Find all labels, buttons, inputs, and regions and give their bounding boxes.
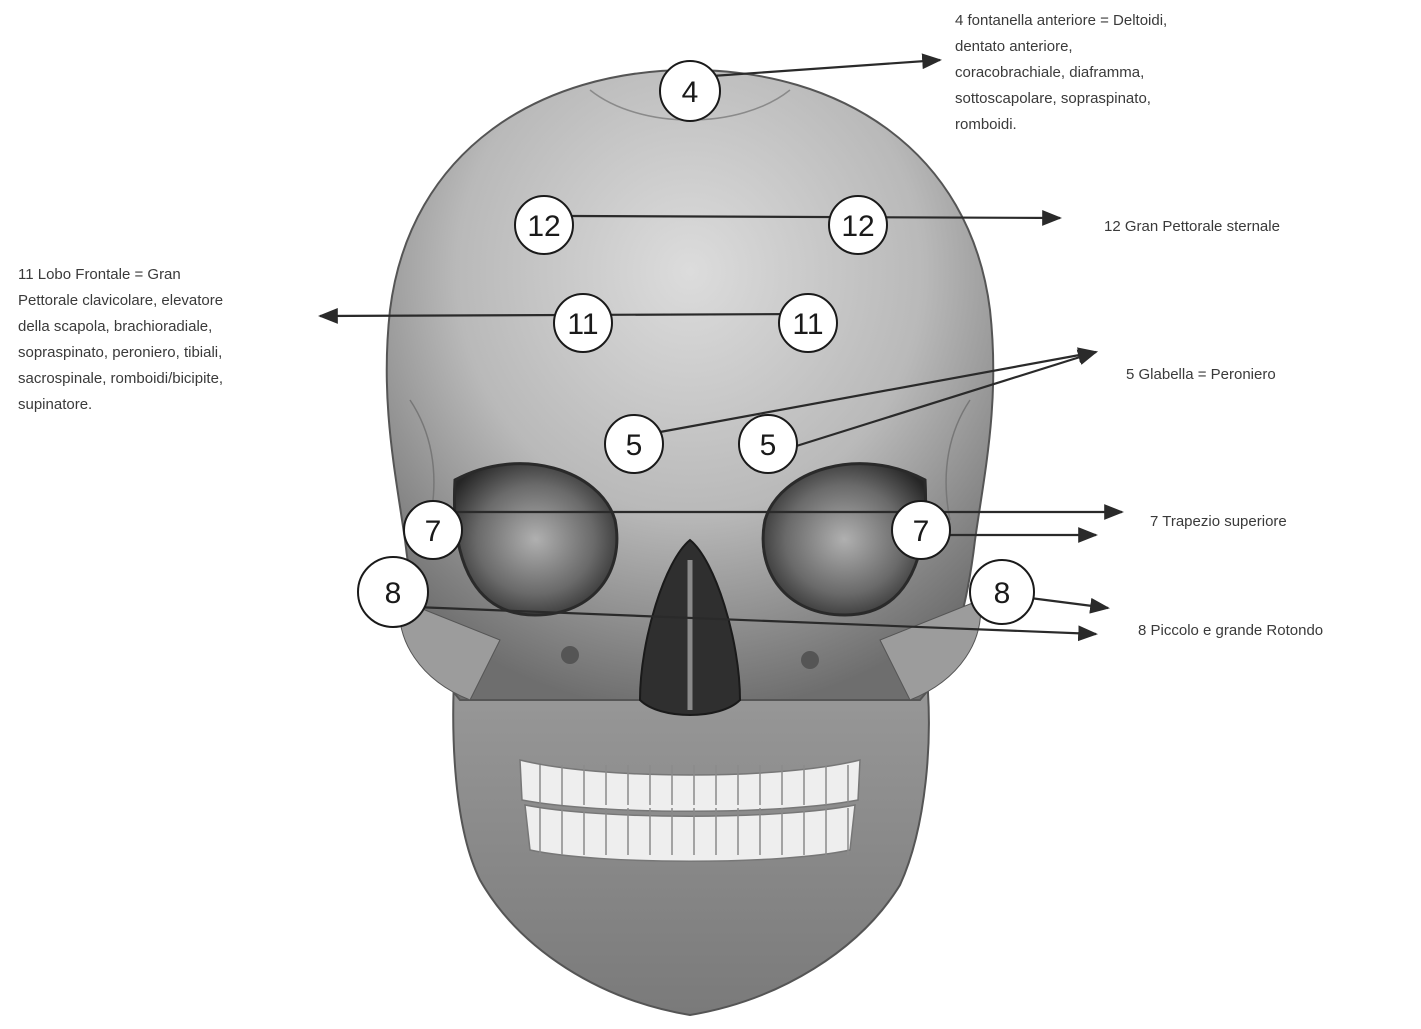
svg-text:8: 8 bbox=[994, 577, 1011, 610]
svg-text:7: 7 bbox=[425, 515, 442, 548]
svg-text:11: 11 bbox=[567, 308, 598, 341]
marker-8-right: 8 bbox=[970, 560, 1034, 624]
arrow-4 bbox=[712, 60, 940, 76]
svg-text:5: 5 bbox=[626, 429, 643, 462]
marker-11-right: 11 bbox=[779, 294, 837, 352]
svg-text:12: 12 bbox=[841, 210, 874, 243]
annotation-7: 7 Trapezio superiore bbox=[1150, 509, 1380, 535]
marker-5-left: 5 bbox=[605, 415, 663, 473]
annotation-12: 12 Gran Pettorale sternale bbox=[1104, 214, 1364, 240]
annotation-8: 8 Piccolo e grande Rotondo bbox=[1138, 618, 1413, 644]
annotation-4: 4 fontanella anteriore = Deltoidi, denta… bbox=[955, 8, 1255, 138]
svg-text:5: 5 bbox=[760, 429, 777, 462]
svg-text:8: 8 bbox=[385, 577, 402, 610]
svg-text:12: 12 bbox=[527, 210, 560, 243]
svg-text:7: 7 bbox=[913, 515, 930, 548]
marker-8-left: 8 bbox=[358, 557, 428, 627]
annotation-11: 11 Lobo Frontale = Gran Pettorale clavic… bbox=[18, 262, 318, 418]
marker-5-right: 5 bbox=[739, 415, 797, 473]
arrow-8a bbox=[1030, 598, 1108, 608]
annotation-5: 5 Glabella = Peroniero bbox=[1126, 362, 1366, 388]
marker-7-left: 7 bbox=[404, 501, 462, 559]
marker-4: 4 bbox=[660, 61, 720, 121]
left-orbit bbox=[454, 464, 616, 615]
marker-12-right: 12 bbox=[829, 196, 887, 254]
svg-text:11: 11 bbox=[792, 308, 823, 341]
marker-7-right: 7 bbox=[892, 501, 950, 559]
marker-12-left: 12 bbox=[515, 196, 573, 254]
svg-text:4: 4 bbox=[682, 76, 699, 109]
marker-11-left: 11 bbox=[554, 294, 612, 352]
